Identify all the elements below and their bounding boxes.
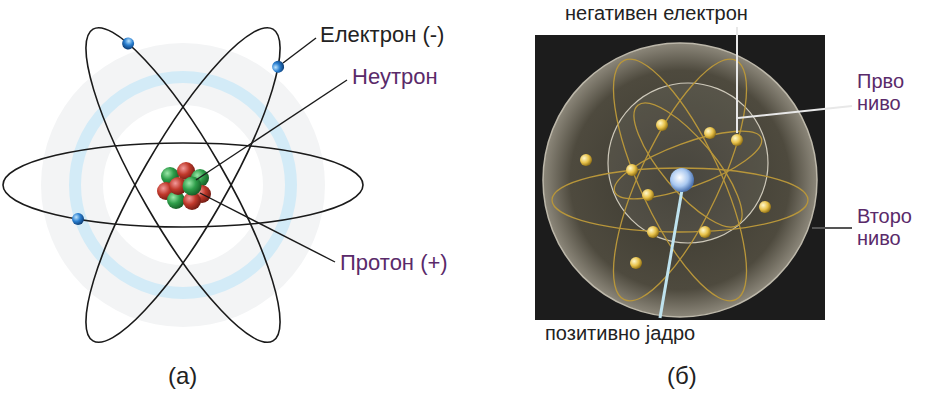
leader-line bbox=[738, 106, 852, 118]
electrons bbox=[580, 119, 771, 269]
leader-line bbox=[200, 193, 335, 262]
figure-caption: (а) bbox=[168, 362, 197, 390]
leader-line bbox=[812, 227, 852, 229]
leader-line bbox=[660, 190, 682, 318]
orbit bbox=[3, 143, 363, 227]
electron bbox=[72, 213, 84, 225]
first-level-sphere bbox=[608, 83, 768, 243]
atom-model-b bbox=[535, 27, 852, 320]
leader-line bbox=[196, 80, 347, 180]
nucleus bbox=[157, 162, 211, 210]
part-label: Електрон (-) bbox=[320, 22, 444, 47]
leader-line bbox=[736, 27, 738, 133]
second-level-sphere bbox=[543, 43, 817, 317]
part-label: Протон (+) bbox=[340, 250, 448, 275]
figure-caption: (б) bbox=[667, 362, 697, 390]
orbits bbox=[552, 43, 808, 316]
orbit bbox=[57, 8, 310, 362]
electron bbox=[270, 59, 286, 75]
part-label: Неутрон bbox=[352, 64, 438, 89]
leader-line bbox=[283, 38, 316, 63]
level-label: Прво ниво bbox=[857, 70, 919, 114]
glow-ring bbox=[75, 77, 291, 293]
electron bbox=[120, 35, 136, 51]
inner-glow bbox=[103, 105, 263, 265]
orbit bbox=[57, 8, 310, 362]
background-halo bbox=[41, 43, 325, 327]
part-label: негативен електрон bbox=[565, 2, 748, 25]
level-label: Второ ниво bbox=[857, 205, 919, 249]
dark-panel bbox=[535, 35, 825, 320]
part-label: позитивно јадро bbox=[545, 322, 695, 345]
atom-model-a bbox=[3, 8, 363, 362]
nucleus bbox=[670, 168, 694, 192]
